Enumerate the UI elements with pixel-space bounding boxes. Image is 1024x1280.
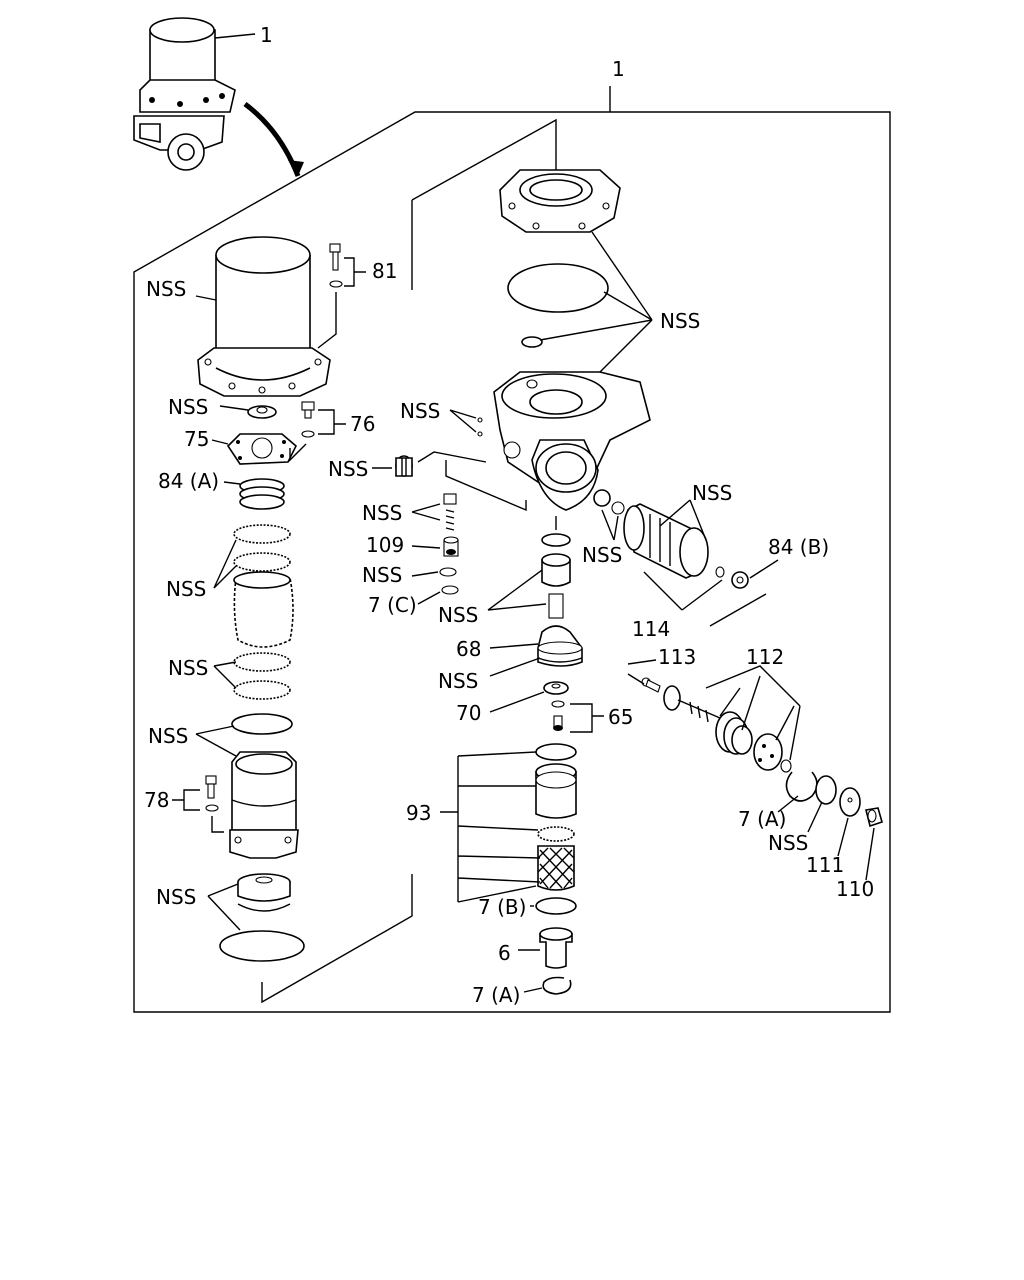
label-side-parts: NSS	[582, 543, 622, 567]
plate-75	[226, 433, 297, 465]
piston-spring	[548, 593, 564, 619]
label-70: 70	[456, 701, 481, 725]
label-nss-washer: NSS	[168, 395, 208, 419]
filter-lower	[233, 652, 291, 700]
label-110: 110	[836, 877, 874, 901]
label-81: 81	[372, 259, 397, 283]
label-7a-right: 7 (A)	[738, 807, 786, 831]
label-7c: 7 (C)	[368, 593, 417, 617]
piston-oring	[541, 533, 571, 547]
label-cartridge: NSS	[146, 277, 186, 301]
outlet-cylinder	[623, 503, 709, 579]
small-oring	[521, 336, 543, 348]
valve-body	[493, 371, 651, 511]
kit-sleeve	[535, 763, 577, 819]
heater-112	[663, 685, 792, 773]
label-113: 113	[658, 645, 696, 669]
label-top-gaskets: NSS	[660, 309, 700, 333]
label-7b: 7 (B)	[478, 895, 526, 919]
label-109: 109	[366, 533, 404, 557]
housing-body	[229, 751, 299, 859]
label-piston-parts: NSS	[438, 603, 478, 627]
label-bottom-seals: NSS	[156, 885, 196, 909]
valve-70	[543, 681, 569, 695]
ring-7a-bottom	[542, 976, 572, 995]
label-114: 114	[632, 617, 670, 641]
label-small-screws: NSS	[400, 399, 440, 423]
inset-assembly	[133, 17, 304, 177]
piston-upper	[541, 553, 571, 587]
label-112: 112	[746, 645, 784, 669]
seal-ring	[231, 713, 293, 735]
spring-84a	[239, 478, 285, 510]
large-oring	[507, 263, 609, 313]
label-filter-lower: NSS	[168, 656, 208, 680]
piston-68	[537, 625, 583, 667]
pin-113	[641, 677, 661, 693]
label-filter-stack: NSS	[166, 577, 206, 601]
screw-65	[551, 700, 565, 731]
assembly-frame	[133, 111, 891, 1013]
label-78: 78	[144, 788, 169, 812]
label-65: 65	[608, 705, 633, 729]
kit-oring	[535, 743, 577, 761]
bolt-81	[329, 243, 343, 288]
label-inlet-fitting: NSS	[328, 457, 368, 481]
label-top-assembly: 1	[260, 23, 273, 47]
label-84b: 84 (B)	[768, 535, 829, 559]
label-check-parts: NSS	[362, 501, 402, 525]
cartridge-cover	[197, 236, 331, 397]
check-valve-parts	[443, 493, 457, 531]
kit-filter	[537, 826, 575, 891]
bottom-seals	[219, 873, 305, 962]
bolt-78	[205, 775, 219, 812]
label-washer-nss-right: NSS	[768, 831, 808, 855]
label-7a-bottom: 7 (A)	[472, 983, 520, 1007]
label-84a: 84 (A)	[158, 469, 219, 493]
plug-110	[865, 807, 883, 828]
label-oring-nss: NSS	[362, 563, 402, 587]
inlet-fitting	[395, 455, 413, 477]
label-6: 6	[498, 941, 511, 965]
label-75: 75	[184, 427, 209, 451]
sleeve-6	[539, 927, 573, 969]
washer-right	[815, 775, 837, 805]
valve-109	[443, 536, 459, 557]
plug-84b	[715, 566, 749, 589]
screw-76	[301, 401, 315, 438]
label-76: 76	[350, 412, 375, 436]
label-outlet-fitting: NSS	[692, 481, 732, 505]
label-main-assembly: 1	[612, 57, 625, 81]
top-flange	[499, 169, 621, 233]
label-68: 68	[456, 637, 481, 661]
label-seal-ring: NSS	[148, 724, 188, 748]
label-111: 111	[806, 853, 844, 877]
label-93: 93	[406, 801, 431, 825]
side-fittings	[593, 489, 625, 515]
label-seal-nss: NSS	[438, 669, 478, 693]
filter-stack	[233, 524, 294, 648]
ring-7b	[535, 897, 577, 915]
snap-ring-7a-right	[785, 771, 818, 802]
